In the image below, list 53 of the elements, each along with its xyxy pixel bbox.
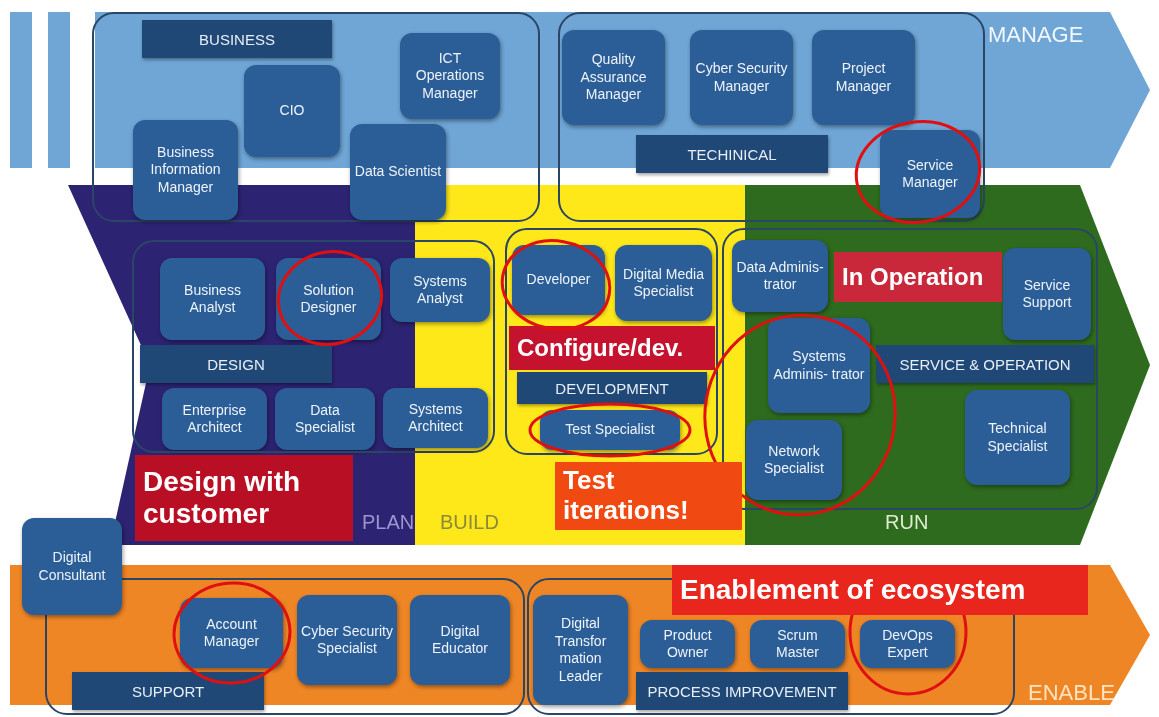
role-box: Quality Assurance Manager <box>562 30 665 125</box>
role-box: Cyber Security Manager <box>690 30 793 125</box>
role-box: Digital Educator <box>410 595 510 685</box>
role-box: Service Manager <box>880 130 980 218</box>
role-box: Solution Designer <box>276 258 381 340</box>
band-label: RUN <box>885 512 929 532</box>
role-box: Digital Media Specialist <box>615 245 712 321</box>
role-box: Data Specialist <box>275 388 375 450</box>
band-label: BUILD <box>440 512 499 532</box>
role-box: Project Manager <box>812 30 915 125</box>
role-box: ICT Operations Manager <box>400 33 500 119</box>
role-box: Enterprise Architect <box>162 388 267 450</box>
group-outline <box>132 240 495 453</box>
role-box: Product Owner <box>640 620 735 668</box>
role-box: Business Information Manager <box>133 120 238 220</box>
role-box: CIO <box>244 65 340 157</box>
group-header: SUPPORT <box>72 672 264 710</box>
role-box: Systems Adminis- trator <box>768 318 870 413</box>
role-box: Test Specialist <box>540 410 680 450</box>
role-box: Data Adminis- trator <box>732 240 828 312</box>
role-box: Data Scientist <box>350 124 446 220</box>
group-header: SERVICE & OPERATION <box>876 345 1094 383</box>
callout-box: Design with customer <box>135 455 353 541</box>
callout-box: Configure/dev. <box>509 326 715 370</box>
role-box: Network Specialist <box>746 420 842 500</box>
group-outline <box>722 228 1098 510</box>
role-box: Systems Analyst <box>390 258 490 322</box>
role-box: Developer <box>512 245 605 315</box>
group-header: DESIGN <box>140 345 332 383</box>
group-outline <box>505 228 718 455</box>
group-outline <box>45 578 525 715</box>
role-box: Business Analyst <box>160 258 265 340</box>
role-box: Service Support <box>1003 248 1091 340</box>
group-header: TECHINICAL <box>636 135 828 173</box>
band-label: PLAN <box>362 512 415 532</box>
group-outline <box>558 12 985 222</box>
group-outline <box>92 12 540 222</box>
role-box: Systems Architect <box>383 388 488 448</box>
band-label: ENABLE <box>1028 682 1115 704</box>
group-header: BUSINESS <box>142 20 332 58</box>
role-box: Technical Specialist <box>965 390 1070 485</box>
group-header: DEVELOPMENT <box>517 372 707 404</box>
group-header: PROCESS IMPROVEMENT <box>636 672 848 710</box>
role-box: Digital Consultant <box>22 518 122 615</box>
callout-box: Enablement of ecosystem <box>672 565 1088 615</box>
role-box: Digital Transfor mation Leader <box>533 595 628 705</box>
callout-box: In Operation <box>834 252 1002 302</box>
role-box: Cyber Security Specialist <box>297 595 397 685</box>
role-box: DevOps Expert <box>860 620 955 668</box>
role-box: Scrum Master <box>750 620 845 668</box>
band-label: MANAGE <box>988 24 1084 46</box>
callout-box: Test iterations! <box>555 462 742 530</box>
role-box: Account Manager <box>180 598 283 668</box>
